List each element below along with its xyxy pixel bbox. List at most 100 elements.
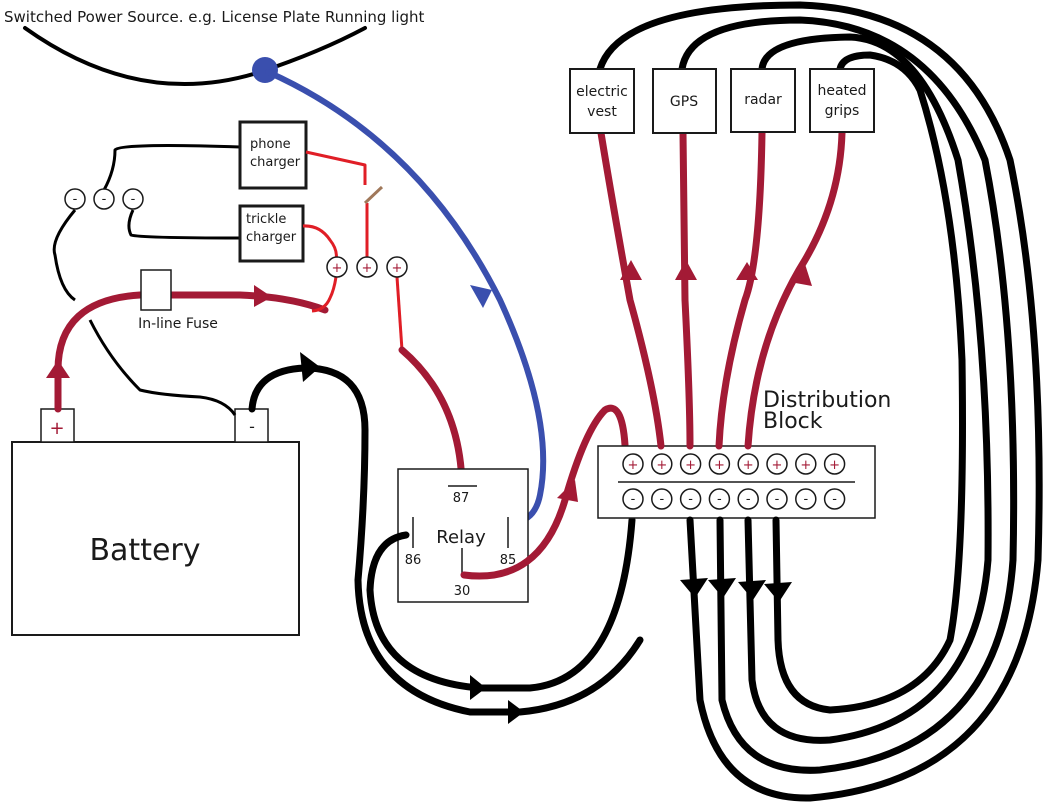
gps-label: GPS [670, 94, 698, 110]
dist-negative-terminal [737, 488, 759, 510]
black-arrow-3 [738, 580, 766, 600]
phone-charger-box [238, 120, 308, 190]
vest-ground-wire [596, 1, 1043, 802]
radar-feed-wire [715, 129, 766, 450]
dist-positive-terminal [651, 453, 673, 475]
relay-pin-86: 86 [405, 553, 422, 568]
dist-negative-label: - [688, 492, 693, 507]
phone-charger-label-1: phone [250, 137, 291, 152]
battery-negative-label: - [249, 417, 255, 436]
dist-positive-terminal [708, 453, 731, 475]
battery-positive-wire [54, 291, 329, 413]
dist-negative-terminal [679, 488, 702, 510]
switched-source-wire [23, 26, 367, 86]
electric-vest-label-1: electric [576, 84, 628, 100]
switched-wire-blue [265, 69, 547, 525]
dist-positive-terminal [823, 453, 846, 475]
radar-ground-wire [744, 33, 992, 744]
svg-text:+: + [362, 261, 373, 276]
radar-label: radar [744, 92, 782, 108]
relay-pin-87: 87 [453, 491, 470, 506]
charger-ground-wire [52, 209, 237, 416]
dist-negative-terminal [795, 488, 817, 510]
red-arrow-radar [736, 262, 758, 280]
relay-pin-30: 30 [454, 584, 471, 599]
red-arrow-gps [675, 260, 697, 280]
electric-vest-label-2: vest [587, 104, 617, 120]
trickle-charger-neg-wire [127, 209, 241, 240]
dist-positive-terminal [679, 453, 702, 475]
black-arrow-2 [708, 578, 736, 598]
radar-box [730, 68, 796, 133]
distribution-label-2: Block [763, 409, 823, 434]
black-arrow-top [300, 352, 320, 382]
dist-positive-label: + [628, 458, 639, 473]
dist-negative-label: - [775, 492, 780, 507]
dist-positive-terminal [766, 453, 788, 475]
red-arrow-up [46, 360, 70, 378]
trickle-charger-pos-wire [302, 224, 338, 313]
accessory-boxes: electric vest GPS radar heated grips [569, 68, 875, 134]
dist-negative-terminal [651, 488, 673, 510]
dist-negative-label: - [832, 492, 837, 507]
svg-text:-: - [131, 192, 136, 207]
switch-lever [363, 185, 384, 205]
dist-positive-label: + [772, 458, 783, 473]
dist-negative-terminal [708, 488, 731, 510]
tap-junction [252, 57, 278, 83]
phone-charger-label-2: charger [250, 155, 301, 170]
battery-label: Battery [89, 533, 200, 568]
battery-positive-label: + [49, 418, 64, 439]
phone-charger-neg-wire [102, 144, 241, 191]
gps-box [652, 68, 717, 134]
red-arrow-grips [790, 264, 812, 286]
title-label: Switched Power Source. e.g. License Plat… [4, 8, 425, 26]
heated-grips-label-2: grips [825, 103, 860, 119]
black-arrow-1 [680, 578, 708, 598]
dist-positive-label: + [656, 458, 667, 473]
battery-positive-terminal [40, 408, 75, 443]
svg-text:-: - [73, 192, 78, 207]
battery-body [11, 441, 300, 636]
svg-text:+: + [332, 261, 343, 276]
inline-fuse [140, 269, 172, 311]
relay-pin-85: 85 [500, 553, 517, 568]
dist-negative-label: - [746, 492, 751, 507]
dist-positive-label: + [685, 458, 696, 473]
vest-feed-wire [597, 129, 665, 450]
dist-positive-label: + [800, 458, 811, 473]
aux-positive-terminals: + + + [326, 256, 408, 278]
dist-positive-label: + [714, 458, 725, 473]
dist-negative-label: - [717, 492, 722, 507]
dist-positive-label: + [829, 458, 840, 473]
dist-positive-terminal [622, 453, 644, 475]
phone-charger-pos-wire [305, 150, 369, 258]
black-arrow-4 [764, 582, 792, 602]
black-arrow-86 [470, 675, 486, 700]
gps-feed-wire [679, 129, 694, 450]
dist-negative-label: - [631, 492, 636, 507]
dist-positive-terminal [795, 453, 817, 475]
dist-negative-label: - [803, 492, 808, 507]
red-arrow-right [254, 285, 272, 307]
dist-positive-label: + [743, 458, 754, 473]
distribution-terminals: ++++++++-------- [622, 453, 846, 510]
black-arrow-bottom [508, 700, 524, 724]
fuse-label: In-line Fuse [138, 316, 218, 332]
blue-arrow [470, 285, 492, 308]
heated-grips-box [809, 68, 875, 133]
red-arrow-vest [620, 260, 642, 280]
dist-positive-terminal [737, 453, 759, 475]
grips-feed-wire [744, 129, 846, 450]
svg-text:-: - [102, 192, 107, 207]
relay-86-ground-wire [366, 516, 636, 692]
dist-negative-terminal [622, 488, 644, 510]
svg-text:+: + [392, 261, 403, 276]
dist-negative-terminal [823, 488, 846, 510]
relay-87-wire [398, 346, 466, 489]
heated-grips-label-1: heated [817, 83, 866, 99]
trickle-charger-label-1: trickle [246, 212, 286, 227]
gps-ground-wire [678, 16, 1018, 774]
aux-negative-terminals: - - - [64, 188, 144, 210]
